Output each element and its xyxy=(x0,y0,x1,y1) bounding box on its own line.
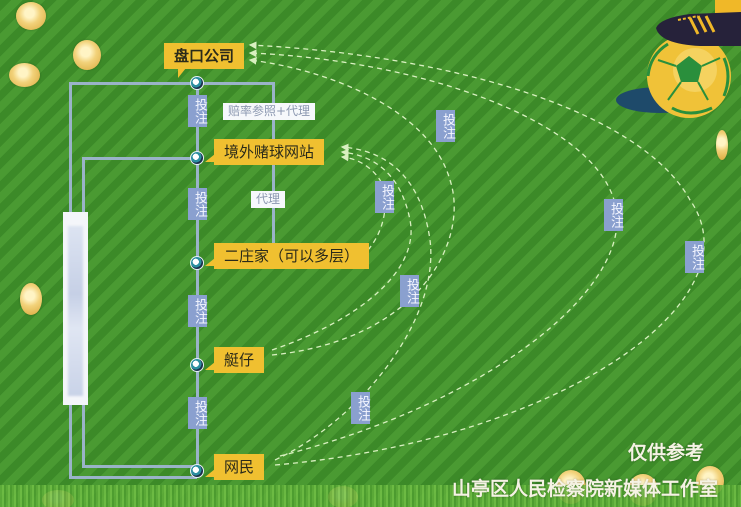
curve-label-bet: 投注 xyxy=(400,275,419,307)
node-label-wangmin: 网民 xyxy=(204,454,265,480)
connector-line xyxy=(82,157,197,160)
node-label-tingzai: 艇仔 xyxy=(204,347,265,373)
grass-strip xyxy=(0,485,741,507)
edge-label-bet: 投注 xyxy=(188,188,207,220)
edge-label-bet: 投注 xyxy=(188,95,207,127)
agent-label: 代理 xyxy=(251,191,286,208)
coin-icon xyxy=(20,283,42,315)
curve-label-bet: 投注 xyxy=(604,199,623,231)
curve-label-bet: 投注 xyxy=(685,241,704,273)
coin-icon xyxy=(716,130,728,160)
node-ball-icon xyxy=(190,151,204,165)
connector-line xyxy=(82,465,197,468)
source-credit: 山亭区人民检察院新媒体工作室 xyxy=(452,478,719,500)
connector-line xyxy=(69,82,275,85)
disclaimer-text: 仅供参考 xyxy=(628,442,705,464)
edge-label-bet: 投注 xyxy=(188,295,207,327)
odds-agent-label: 赔率参照+代理 xyxy=(223,103,316,120)
node-label-erzhuangjia: 二庄家（可以多层） xyxy=(204,243,370,269)
blurred-side-panel xyxy=(63,212,88,405)
edge-label-bet: 投注 xyxy=(188,397,207,429)
node-label-pankou: 盘口公司 xyxy=(164,43,245,78)
curve-label-bet: 投注 xyxy=(351,392,370,424)
node-ball-icon xyxy=(190,358,204,372)
coin-icon xyxy=(73,40,101,70)
node-ball-icon xyxy=(190,256,204,270)
main-vertical-line xyxy=(196,82,199,477)
curve-label-bet: 投注 xyxy=(436,110,455,142)
connector-line xyxy=(69,476,197,479)
node-ball-icon xyxy=(190,464,204,478)
coin-icon xyxy=(9,63,40,87)
curve-label-bet: 投注 xyxy=(375,181,394,213)
coin-icon xyxy=(16,2,46,30)
node-label-jingwai: 境外赌球网站 xyxy=(204,139,325,165)
node-ball-icon xyxy=(190,76,204,90)
